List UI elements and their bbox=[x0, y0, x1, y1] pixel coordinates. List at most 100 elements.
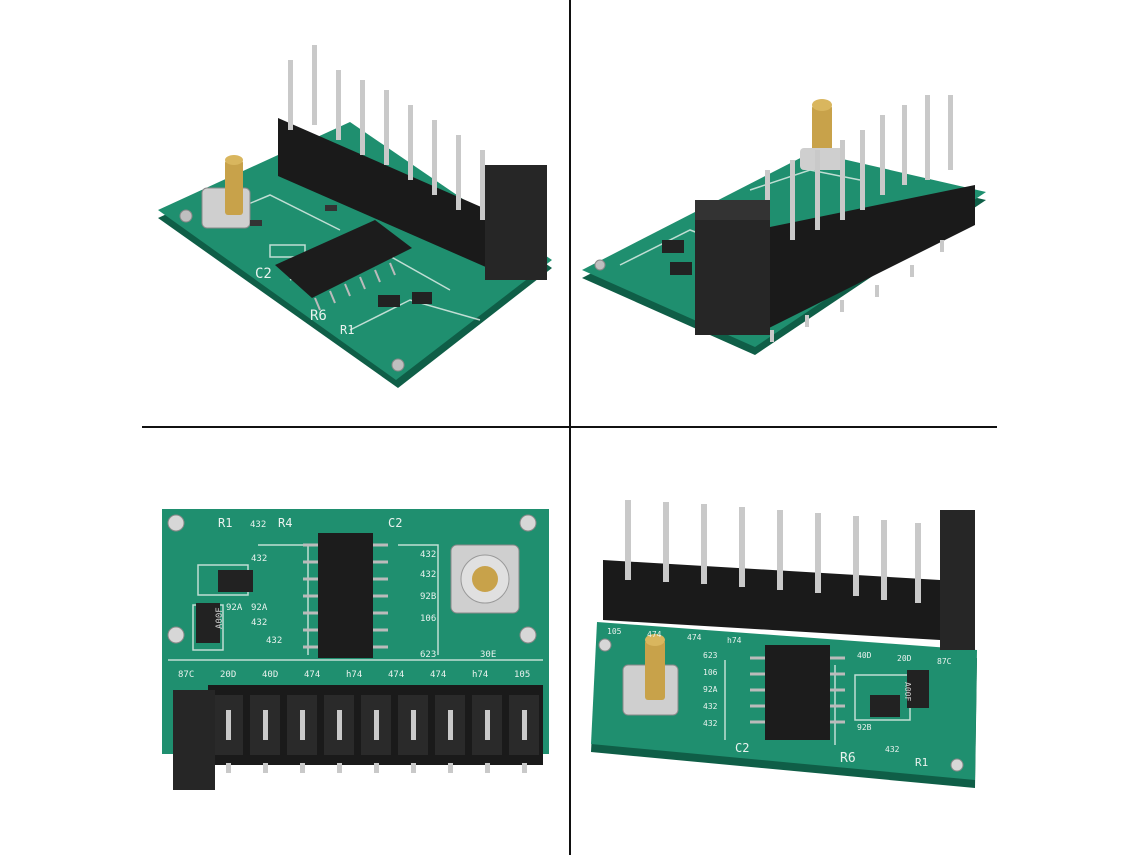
label-resistor: 106 bbox=[703, 668, 718, 677]
header-pins bbox=[765, 95, 953, 342]
smd-transistor bbox=[378, 295, 400, 307]
pin-header bbox=[278, 118, 488, 268]
label-resistor: 87C bbox=[937, 657, 952, 666]
label-r1: R1 bbox=[218, 516, 232, 530]
brass-button-top bbox=[645, 634, 665, 646]
label-resistor: 432 bbox=[885, 745, 900, 754]
pcb-image-top-left: C2 R6 R1 bbox=[158, 45, 552, 388]
label-resistor: 432 bbox=[420, 550, 436, 560]
label-r4: R4 bbox=[278, 516, 292, 530]
mount-hole bbox=[167, 626, 185, 644]
label-r1: R1 bbox=[340, 323, 354, 337]
smd-resistor bbox=[325, 205, 337, 211]
label-resistor: 20D bbox=[897, 654, 912, 663]
jumper-cap bbox=[695, 200, 770, 335]
jumper-cap bbox=[940, 510, 975, 650]
label-resistor: 92A bbox=[226, 603, 243, 613]
header-segments bbox=[213, 695, 539, 755]
ic-pins bbox=[303, 543, 388, 649]
label-resistor: 432 bbox=[250, 520, 266, 530]
label-resistor: 432 bbox=[420, 570, 436, 580]
smd-regulator bbox=[907, 670, 929, 708]
pcb-image-bottom-right: A00F 105 474 474 h74 623 106 92A 432 432… bbox=[591, 500, 977, 788]
brass-button-stem bbox=[812, 105, 832, 160]
ic-chip bbox=[275, 220, 412, 298]
pcb-image-top-right bbox=[582, 95, 986, 355]
label-resistor: 105 bbox=[607, 627, 622, 636]
label-r6: R6 bbox=[310, 308, 327, 324]
label-resistor: 623 bbox=[703, 651, 718, 660]
label-resistor: 432 bbox=[266, 636, 282, 646]
brass-button-top bbox=[812, 99, 832, 111]
label-r1: R1 bbox=[915, 756, 928, 769]
mount-hole bbox=[391, 358, 405, 372]
ic-chip bbox=[318, 533, 373, 658]
horizontal-divider bbox=[142, 426, 997, 428]
brass-button-top bbox=[225, 155, 243, 165]
brass-button-stem bbox=[645, 640, 665, 700]
brass-button-top bbox=[472, 566, 498, 592]
push-button-body bbox=[800, 148, 844, 170]
pin-header bbox=[755, 185, 975, 335]
label-resistor: 92B bbox=[420, 592, 436, 602]
label-resistor: 432 bbox=[251, 618, 267, 628]
label-c2: C2 bbox=[735, 741, 749, 755]
label-resistor: 432 bbox=[251, 554, 267, 564]
regulator-marking: A00F bbox=[215, 607, 225, 629]
mount-hole bbox=[519, 626, 537, 644]
jumper-cap bbox=[485, 165, 547, 280]
mount-hole bbox=[594, 259, 606, 271]
label-resistor: 623 bbox=[420, 650, 436, 660]
label-resistor: 40D bbox=[857, 651, 872, 660]
jumper-cap bbox=[173, 690, 215, 790]
label-resistor: 432 bbox=[703, 702, 718, 711]
ic-chip bbox=[765, 645, 830, 740]
regulator-marking: A00F bbox=[903, 682, 912, 701]
photo-bottom-left: A00F 432 432 432 432 92A 432 92B 106 623… bbox=[158, 505, 553, 795]
label-r6: R6 bbox=[840, 751, 856, 766]
label-resistor: 474 bbox=[430, 670, 446, 680]
label-resistor: h74 bbox=[472, 670, 488, 680]
brass-button-stem bbox=[225, 160, 243, 215]
photo-bottom-right: A00F 105 474 474 h74 623 106 92A 432 432… bbox=[585, 490, 995, 790]
label-resistor: 474 bbox=[647, 630, 662, 639]
smd-regulator bbox=[196, 603, 220, 643]
label-resistor: 106 bbox=[420, 614, 436, 624]
smd-transistor bbox=[662, 240, 684, 253]
label-resistor: 474 bbox=[687, 633, 702, 642]
label-resistor: 92A bbox=[251, 603, 268, 613]
photo-top-right bbox=[580, 90, 990, 390]
label-resistor: 432 bbox=[703, 719, 718, 728]
label-resistor: 87C bbox=[178, 670, 194, 680]
mount-hole bbox=[950, 758, 964, 772]
ic-pins bbox=[750, 656, 845, 724]
label-c2: C2 bbox=[388, 516, 402, 530]
header-pins bbox=[226, 710, 527, 773]
smd-transistor bbox=[412, 292, 432, 304]
label-resistor: h74 bbox=[727, 636, 742, 645]
label-resistor: h74 bbox=[346, 670, 362, 680]
jumper-cap-top bbox=[695, 200, 770, 220]
header-pins bbox=[288, 45, 485, 220]
mount-hole bbox=[519, 514, 537, 532]
mount-hole bbox=[167, 514, 185, 532]
label-resistor: 20D bbox=[220, 670, 236, 680]
label-resistor: 92B bbox=[857, 723, 872, 732]
photo-top-left: C2 R6 R1 bbox=[150, 30, 560, 410]
smd-resistor bbox=[250, 220, 262, 226]
label-c2: C2 bbox=[255, 266, 272, 282]
smd-transistor bbox=[670, 262, 692, 275]
pcb-image-bottom-left: A00F 432 432 432 432 92A 432 92B 106 623… bbox=[162, 509, 549, 790]
label-resistor: 474 bbox=[304, 670, 320, 680]
label-resistor: 40D bbox=[262, 670, 278, 680]
label-resistor: 30E bbox=[480, 650, 496, 660]
ic-pins bbox=[314, 262, 396, 311]
label-resistor: 474 bbox=[388, 670, 404, 680]
mount-hole bbox=[598, 638, 612, 652]
smd-transistor bbox=[870, 695, 900, 717]
mount-hole bbox=[179, 209, 193, 223]
smd-transistor bbox=[218, 570, 253, 592]
label-resistor: 105 bbox=[514, 670, 530, 680]
header-pins bbox=[625, 500, 921, 603]
label-resistor: 92A bbox=[703, 685, 718, 694]
